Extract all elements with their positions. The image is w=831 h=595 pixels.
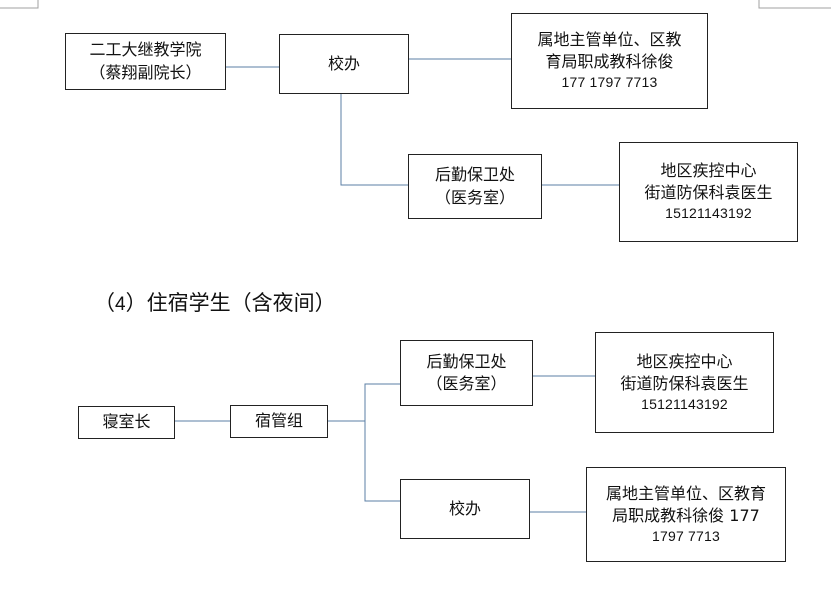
district-authority-line2-bottom: 局职成教科徐俊 177: [612, 505, 760, 525]
connector-office-logistics: [340, 93, 409, 186]
cdc-box-bottom: 地区疾控中心 街道防保科袁医生 15121143192: [595, 332, 774, 433]
cdc-phone: 15121143192: [665, 205, 752, 222]
district-authority-line2: 育局职成教科徐俊: [545, 52, 674, 72]
section-heading-text: ）住宿学生（含夜间）: [125, 291, 336, 315]
dorm-management-box: 宿管组: [230, 405, 328, 438]
logistics-office-name: 后勤保卫处: [434, 165, 515, 185]
section-heading: （4）住宿学生（含夜间）: [94, 287, 336, 317]
academy-box: 二工大继教学院 （蔡翔副院长）: [65, 33, 226, 90]
connector-branch-logistics: [364, 383, 401, 502]
academy-contact: （蔡翔副院长）: [89, 62, 202, 82]
school-office-box: 校办: [279, 34, 409, 94]
logistics-office-sub-bottom: （医务室）: [426, 374, 507, 393]
cdc-line2: 街道防保科袁医生: [644, 183, 773, 203]
corner-mark-top-left: [0, 0, 39, 9]
dorm-head-box: 寝室长: [78, 406, 175, 439]
cdc-line2-bottom: 街道防保科袁医生: [620, 373, 749, 393]
section-heading-number: 4: [115, 294, 126, 315]
school-office-box-bottom: 校办: [400, 479, 530, 539]
logistics-office-name-bottom: 后勤保卫处: [426, 351, 507, 371]
dorm-management-label: 宿管组: [254, 411, 303, 431]
logistics-office-box-bottom: 后勤保卫处 （医务室）: [400, 340, 533, 406]
district-authority-line1: 属地主管单位、区教: [537, 30, 682, 50]
district-authority-box: 属地主管单位、区教 育局职成教科徐俊 177 1797 7713: [511, 13, 708, 109]
cdc-line1: 地区疾控中心: [660, 161, 757, 181]
cdc-box: 地区疾控中心 街道防保科袁医生 15121143192: [619, 142, 798, 242]
dorm-head-label: 寝室长: [102, 412, 151, 432]
logistics-office-sub: （医务室）: [434, 187, 515, 207]
school-office-label-bottom: 校办: [448, 498, 481, 518]
corner-mark-top-right: [758, 0, 831, 9]
section-heading-prefix: （: [94, 291, 115, 315]
school-office-label: 校办: [327, 53, 360, 73]
district-authority-phone: 177 1797 7713: [561, 74, 658, 91]
cdc-phone-bottom: 15121143192: [641, 395, 728, 412]
logistics-office-box: 后勤保卫处 （医务室）: [408, 154, 542, 219]
district-authority-box-bottom: 属地主管单位、区教育 局职成教科徐俊 177 1797 7713: [586, 467, 786, 562]
cdc-line1-bottom: 地区疾控中心: [636, 351, 733, 371]
academy-name: 二工大继教学院: [89, 40, 202, 60]
district-authority-line1-bottom: 属地主管单位、区教育: [605, 483, 766, 503]
district-authority-phone-bottom: 1797 7713: [652, 527, 720, 544]
